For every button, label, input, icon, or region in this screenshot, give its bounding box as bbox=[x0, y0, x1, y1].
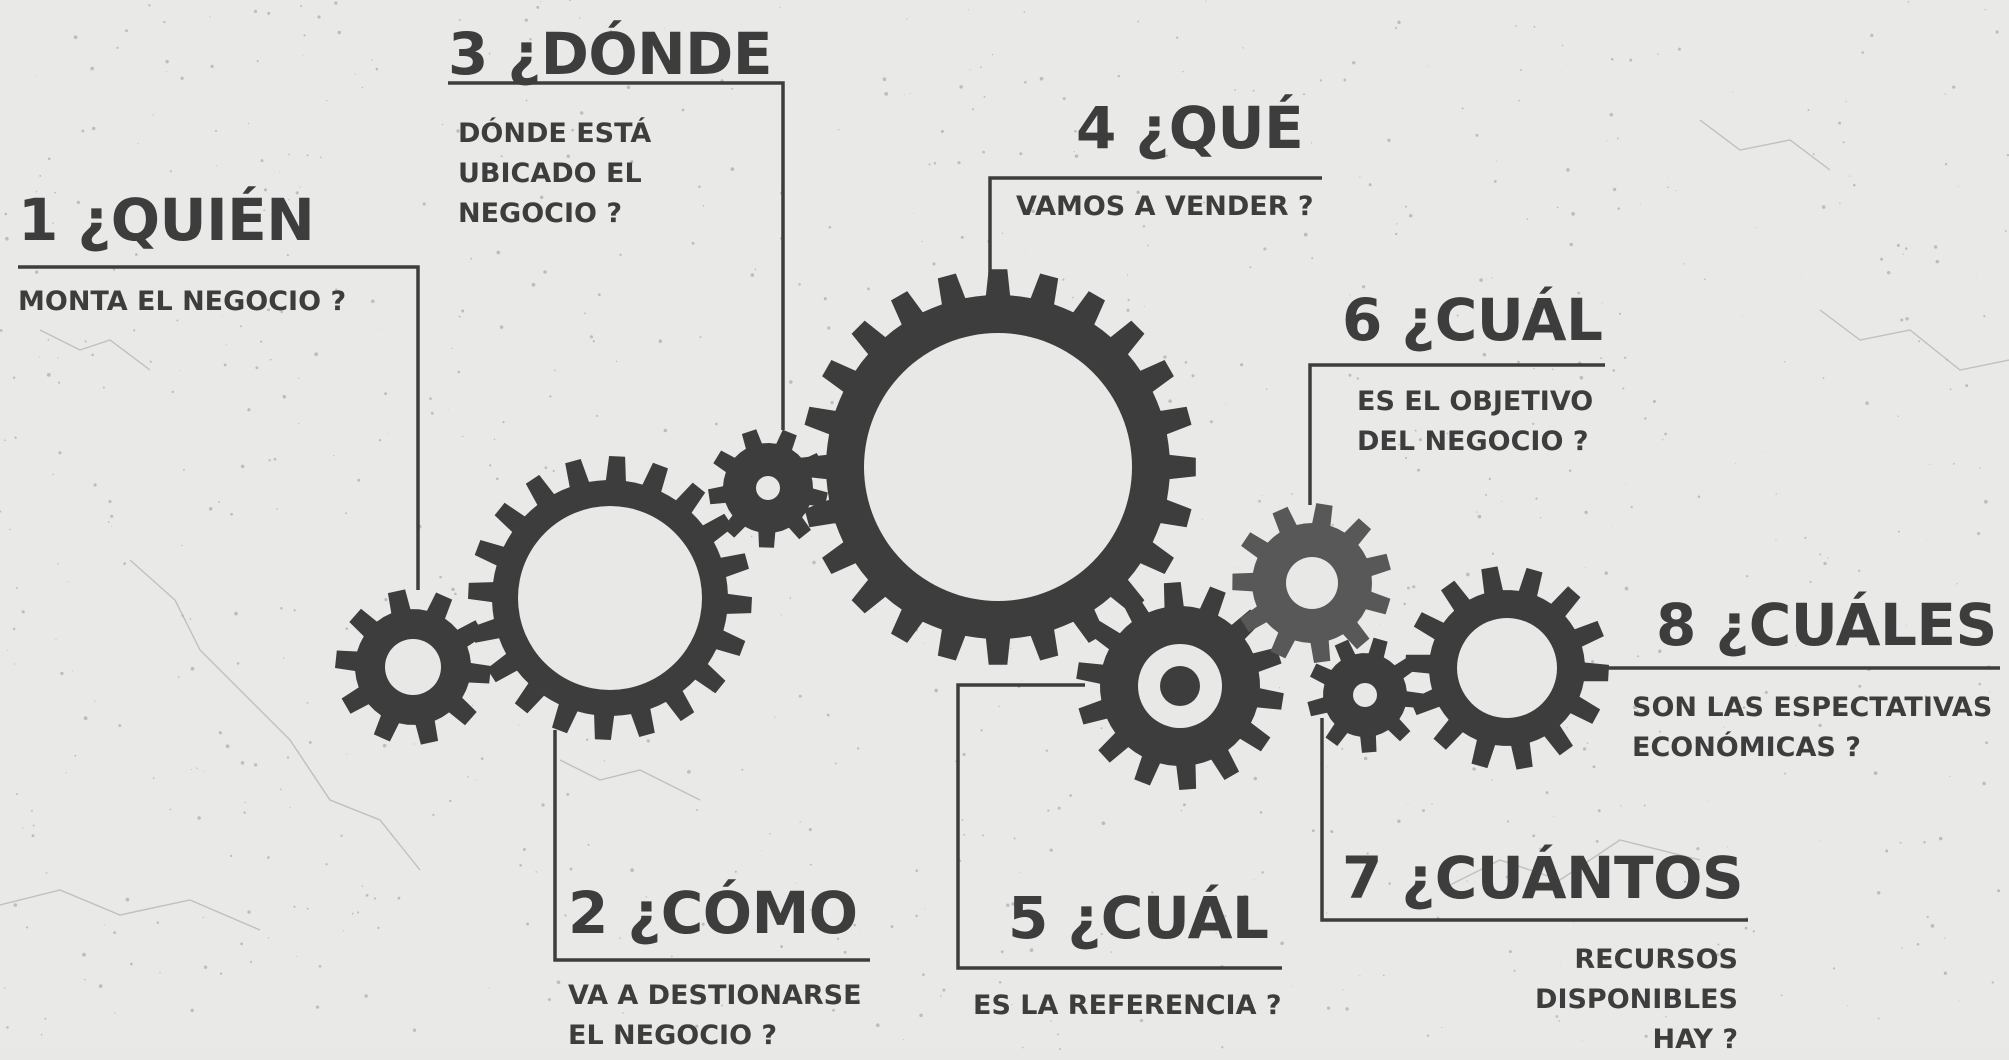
connector-6b bbox=[1308, 363, 1605, 505]
step-8-description: SON LAS ESPECTATIVAS ECONÓMICAS ? bbox=[1632, 692, 1993, 763]
step-4-title: 4 ¿QUÉ bbox=[1076, 94, 1304, 162]
gear-hole bbox=[864, 333, 1132, 601]
connector-1 bbox=[18, 265, 420, 590]
step-6-title: 6 ¿CUÁL bbox=[1342, 286, 1603, 354]
connector-5 bbox=[956, 683, 1282, 970]
connector-3 bbox=[448, 81, 785, 430]
step-6-description: ES EL OBJETIVO DEL NEGOCIO ? bbox=[1357, 386, 1594, 457]
step-5-description: ES LA REFERENCIA ? bbox=[973, 990, 1282, 1021]
step-7-title: 7 ¿CUÁNTOS bbox=[1342, 844, 1744, 912]
gear-hole bbox=[385, 639, 441, 695]
gear-hole bbox=[756, 476, 780, 500]
step-1-title: 1 ¿QUIÉN bbox=[18, 186, 315, 254]
gear-hole bbox=[1457, 618, 1557, 718]
step-3-title: 3 ¿DÓNDE bbox=[448, 20, 772, 88]
gear-hole bbox=[1286, 557, 1338, 609]
connector-2 bbox=[553, 730, 870, 962]
step-2-title: 2 ¿CÓMO bbox=[568, 879, 858, 947]
step-1-description: MONTA EL NEGOCIO ? bbox=[18, 286, 347, 317]
gear-axle bbox=[1160, 666, 1200, 706]
step-5-title: 5 ¿CUÁL bbox=[1008, 884, 1269, 952]
gear-hole bbox=[1353, 683, 1377, 707]
step-3-description: DÓNDE ESTÁ UBICADO EL NEGOCIO ? bbox=[458, 118, 652, 229]
connector-7 bbox=[1320, 718, 1748, 922]
step-7-description: RECURSOS DISPONIBLES HAY ? bbox=[1535, 944, 1738, 1055]
step-8-title: 8 ¿CUÁLES bbox=[1656, 591, 1997, 659]
connector-4 bbox=[988, 176, 1322, 290]
gear-hole bbox=[518, 506, 702, 690]
step-4-description: VAMOS A VENDER ? bbox=[1016, 191, 1314, 222]
step-2-description: VA A DESTIONARSE EL NEGOCIO ? bbox=[568, 980, 862, 1051]
